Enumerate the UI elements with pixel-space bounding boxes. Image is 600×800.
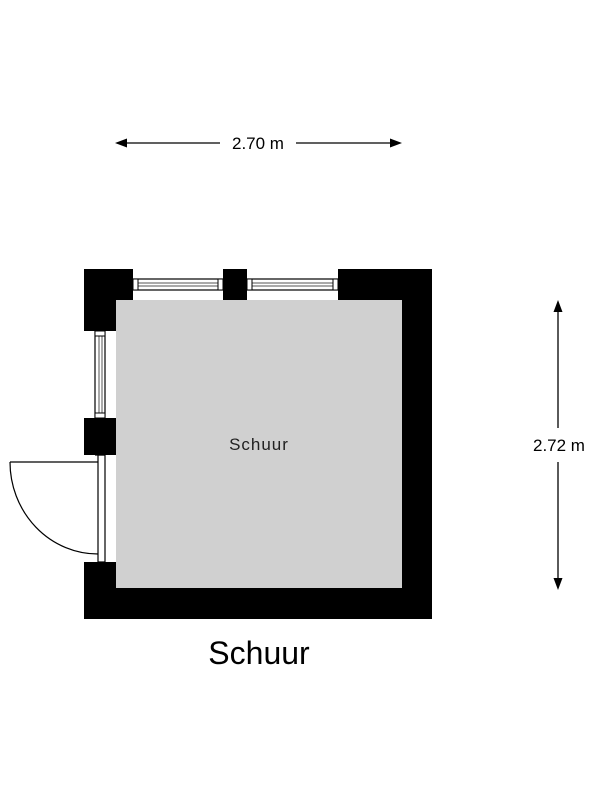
window-top-left-jamb-left [132,278,139,291]
wall-left-bottom-pier [84,562,116,588]
height-arrowhead-top [553,300,563,312]
width-dimension-label: 2.70 m [232,134,284,153]
window-left-jamb-top [94,330,106,337]
width-dimension: 2.70 m [115,134,402,153]
wall-top-left-corner [84,269,133,300]
window-top-right-frame [246,278,339,291]
door-leaf [97,454,106,563]
wall-bottom [84,588,432,619]
height-arrowhead-bottom [553,578,563,590]
height-dimension: 2.72 m [533,300,585,590]
window-top-right-jamb-right [332,278,339,291]
door-swing-arc [9,461,99,555]
wall-right [402,269,432,619]
window-left [94,330,106,419]
window-top-left-frame [132,278,224,291]
window-left-jamb-bottom [94,412,106,419]
door [9,454,106,563]
walls [84,269,432,619]
plan-title: Schuur [208,635,310,671]
wall-top-middle-pier [223,269,247,300]
room-label: Schuur [229,435,289,454]
height-dimension-label: 2.72 m [533,436,585,455]
width-arrowhead-left [115,138,127,148]
wall-left-top-pier [84,300,116,331]
window-top-right [246,278,339,291]
window-top-left-jamb-right [217,278,224,291]
room-floor [116,300,402,588]
wall-left-middle-pier [84,418,116,455]
window-top-left [132,278,224,291]
window-top-right-jamb-left [246,278,253,291]
width-arrowhead-right [390,138,402,148]
window-left-frame [94,330,106,419]
